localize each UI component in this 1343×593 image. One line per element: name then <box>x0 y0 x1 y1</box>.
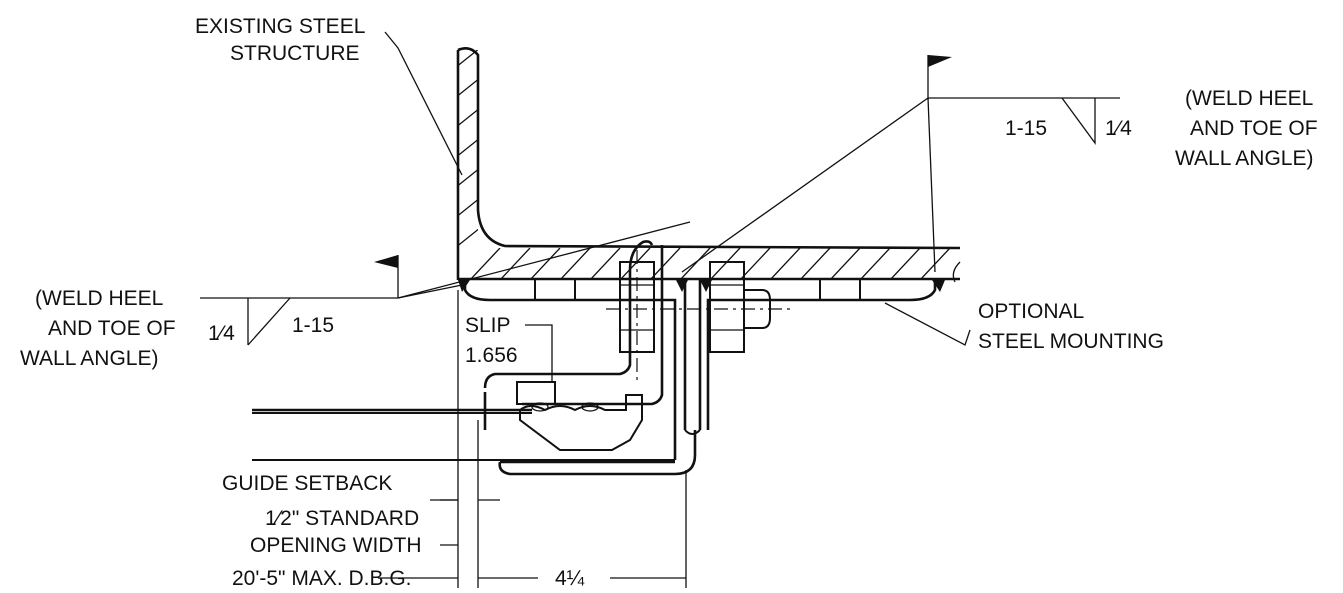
weld-symbol-right: 1-15 1⁄4 (WELD HEEL AND TOE OF WALL ANGL… <box>681 55 1318 273</box>
label-slip-value: 1.656 <box>465 344 518 367</box>
label-existing-steel-line2: STRUCTURE <box>230 42 360 65</box>
slip-callout: SLIP 1.656 <box>465 314 553 383</box>
label-dbg: 20'-5" MAX. D.B.G. <box>232 567 412 590</box>
weld-symbol-left: 1⁄4 1-15 (WELD HEEL AND TOE OF WALL ANGL… <box>20 221 691 370</box>
weld-left-note-1: (WELD HEEL <box>35 287 163 310</box>
weld-left-size: 1⁄4 <box>208 322 235 345</box>
label-half-standard: 1⁄2" STANDARD <box>265 507 419 530</box>
weld-left-note-3: WALL ANGLE) <box>20 347 159 370</box>
rail-bracket-angle <box>483 240 697 476</box>
leader-optional-steel: OPTIONAL STEEL MOUNTING <box>884 300 1164 353</box>
label-steel-mounting: STEEL MOUNTING <box>978 330 1164 353</box>
weld-right-note-1: (WELD HEEL <box>1185 87 1313 110</box>
weld-right-size: 1⁄4 <box>1105 117 1132 140</box>
label-existing-steel-line1: EXISTING STEEL <box>195 15 365 38</box>
bolt-assembly <box>606 250 790 380</box>
optional-steel-mounting <box>458 280 945 460</box>
label-slip: SLIP <box>465 314 511 337</box>
weld-left-note-2: AND TOE OF <box>48 317 176 340</box>
label-optional: OPTIONAL <box>978 300 1084 323</box>
label-opening-width: OPENING WIDTH <box>250 534 422 557</box>
weld-left-length: 1-15 <box>292 314 334 337</box>
existing-steel-angle <box>456 47 961 283</box>
angle-leg-hatch <box>458 50 478 247</box>
label-guide-setback: GUIDE SETBACK <box>222 472 392 495</box>
label-dim-4-1-4: 4¼ <box>555 567 585 590</box>
dimensions: GUIDE SETBACK 1⁄2" STANDARD OPENING WIDT… <box>222 290 687 590</box>
leader-existing-steel: EXISTING STEEL STRUCTURE <box>195 15 463 176</box>
weld-right-note-3: WALL ANGLE) <box>1175 147 1314 170</box>
weld-right-note-2: AND TOE OF <box>1190 117 1318 140</box>
guide-rail <box>252 381 675 461</box>
weld-right-length: 1-15 <box>1005 117 1047 140</box>
